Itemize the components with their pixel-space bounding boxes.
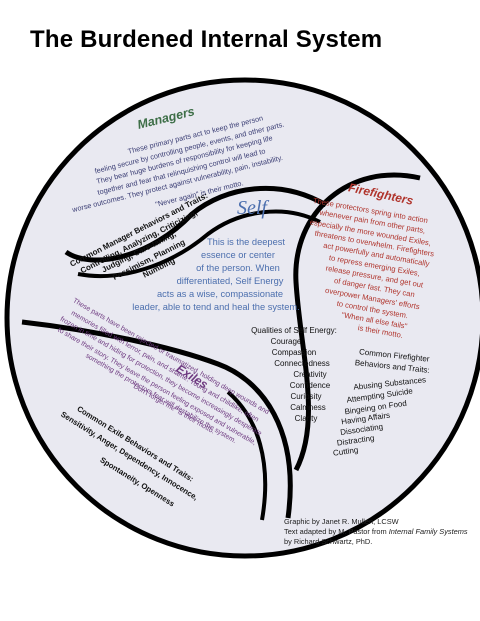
firefighters-boundary-arm: [293, 172, 421, 472]
self-desc-line: of the person. When: [196, 263, 280, 273]
self-quality: Compassion: [272, 348, 316, 357]
page-title: The Burdened Internal System: [30, 26, 383, 53]
managers-inner-arm: [77, 209, 321, 279]
self-qualities-heading: Qualities of Self Energy:: [251, 326, 337, 335]
self-quality: Creativity: [293, 370, 326, 379]
credit-book-title: Internal Family Systems: [388, 527, 468, 537]
self-quality: Clarity: [295, 414, 318, 423]
self-title: Self: [237, 197, 269, 219]
credits: Graphic by Janet R. Mullen, LCSW Text ad…: [284, 517, 474, 548]
self-quality: Courage: [271, 337, 302, 346]
self-desc-line: leader, able to tend and heal the system…: [132, 302, 299, 312]
self-desc-line: essence or center: [201, 250, 275, 260]
credit-text-adapted: Text adapted by M. Pastor from Internal …: [284, 527, 474, 537]
credit-text-prefix: Text adapted by M. Pastor from: [284, 527, 389, 537]
managers-boundary-arm: [64, 186, 328, 263]
exiles-inner-arm: [226, 390, 268, 521]
self-quality: Connectedness: [274, 359, 330, 368]
self-desc-line: acts as a wise, compassionate: [157, 289, 283, 299]
exiles-boundary-arm: [21, 319, 293, 519]
self-desc-line: differentiated, Self Energy: [177, 276, 284, 286]
outer-circle: [4, 77, 480, 559]
credit-graphic: Graphic by Janet R. Mullen, LCSW: [284, 517, 399, 526]
credit-author: by Richard Schwartz, PhD.: [284, 537, 373, 547]
self-quality: Confidence: [290, 381, 331, 390]
self-quality: Curiosity: [290, 392, 321, 401]
self-desc-line: This is the deepest: [207, 237, 285, 247]
self-quality: Calmness: [290, 403, 326, 412]
firefighter-trait: Cutting: [332, 445, 358, 457]
